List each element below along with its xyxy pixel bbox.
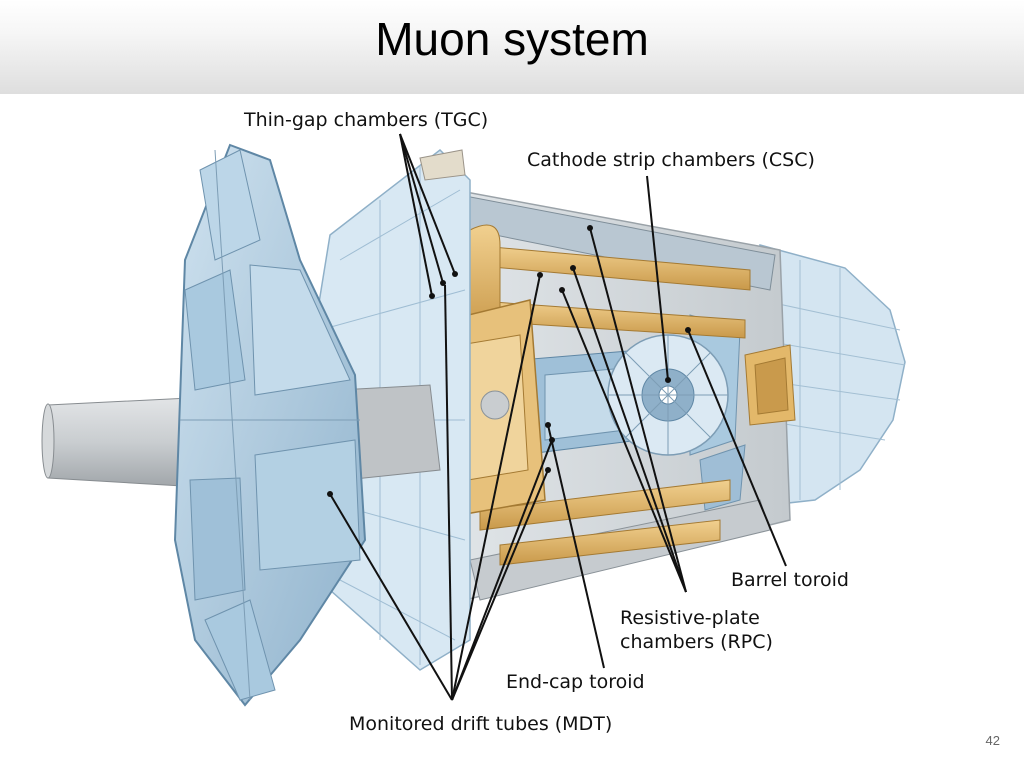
page-number: 42: [985, 733, 1000, 748]
endcap-toroid: [447, 299, 546, 516]
muon-system-diagram: [41, 133, 906, 707]
label-endcap-toroid: End-cap toroid: [506, 671, 645, 693]
slide-title: Muon system: [375, 13, 649, 65]
barrel-toroid-coils: [464, 224, 751, 566]
label-mdt: Monitored drift tubes (MDT): [349, 713, 613, 735]
right-forward-plug: [744, 344, 796, 426]
label-csc: Cathode strip chambers (CSC): [527, 149, 815, 171]
label-tgc: Thin-gap chambers (TGC): [244, 109, 489, 131]
title-bar: Muon system: [0, 0, 1024, 94]
detector-figure: [0, 94, 1024, 768]
leader-dots: [327, 225, 691, 497]
label-barrel-toroid: Barrel toroid: [731, 569, 849, 591]
csc-wheel: [607, 334, 729, 456]
left-endcap-wheel: [173, 143, 367, 707]
label-rpc-line2: chambers (RPC): [620, 631, 773, 653]
leader-lines: [329, 133, 787, 701]
label-rpc-line1: Resistive-plate: [620, 607, 760, 629]
